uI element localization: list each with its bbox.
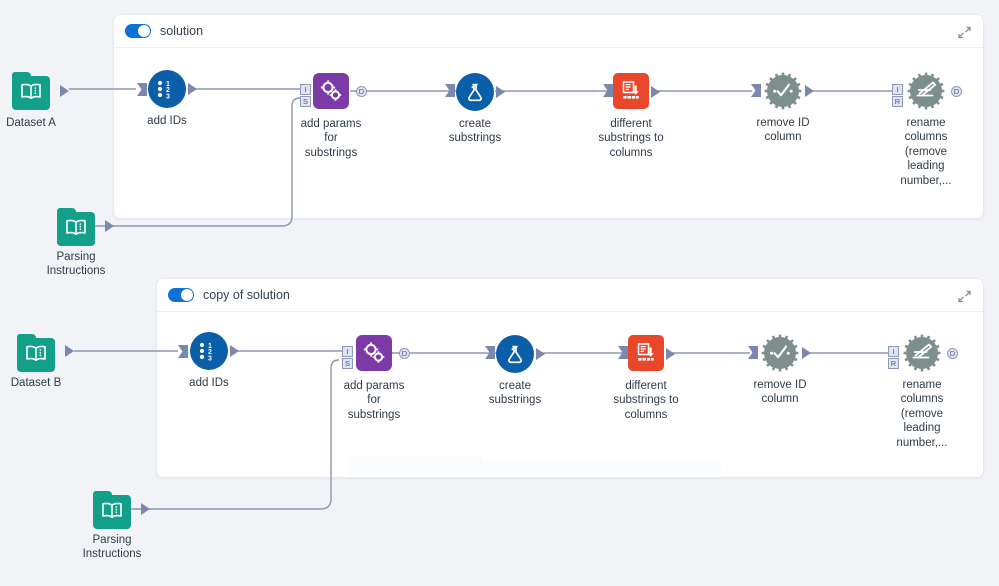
node-label: add params for substrings [343, 380, 405, 421]
port-out-parsing-instructions-a[interactable] [105, 220, 114, 232]
node-label: rename columns (remove leading number,..… [896, 379, 948, 449]
svg-text:3: 3 [166, 93, 170, 99]
dataset-book-icon [93, 491, 131, 529]
port-in-different-substrings-a[interactable] [603, 84, 613, 97]
port-in-s-add-params-b[interactable]: S [342, 358, 353, 369]
port-in-create-substrings-b[interactable] [485, 346, 495, 359]
rename-cog-icon [902, 333, 942, 373]
dataset-book-icon [12, 72, 50, 110]
node-label: Parsing Instructions [46, 251, 106, 278]
node-label: Dataset B [10, 377, 62, 389]
port-out-different-substrings-b[interactable] [666, 348, 675, 360]
svg-text:2: 2 [208, 349, 212, 356]
port-out-dataset-b[interactable] [65, 345, 74, 357]
port-out-add-ids-b[interactable] [230, 345, 239, 357]
port-out-different-substrings-a[interactable] [651, 86, 660, 98]
flask-icon [496, 335, 534, 373]
panel-copy-of-solution-header: copy of solution [157, 279, 983, 312]
panel-copy-of-solution-title: copy of solution [203, 288, 290, 302]
svg-text:1: 1 [208, 343, 212, 350]
document-arrow-icon [628, 335, 664, 371]
port-out-d-add-params-a[interactable]: D [356, 86, 367, 97]
port-in-i-add-params-a[interactable]: I [300, 84, 311, 95]
port-out-create-substrings-a[interactable] [496, 86, 505, 98]
port-in-i-rename-columns-a[interactable]: I [892, 84, 903, 95]
gears-icon [313, 73, 349, 109]
node-label: different substrings to columns [598, 118, 664, 159]
flask-icon [456, 73, 494, 111]
port-out-remove-id-a[interactable] [805, 85, 814, 97]
collapse-arrows-icon[interactable] [956, 288, 973, 305]
add-ids-icon: 1 2 3 [190, 332, 228, 370]
port-in-remove-id-b[interactable] [748, 346, 758, 359]
panel-edge-artifact [482, 462, 721, 476]
node-label: add IDs [189, 377, 229, 389]
document-arrow-icon [613, 73, 649, 109]
port-in-add-ids-a[interactable] [137, 83, 147, 96]
dataset-book-icon [57, 208, 95, 246]
port-out-create-substrings-b[interactable] [536, 348, 545, 360]
port-out-d-rename-columns-a[interactable]: D [951, 86, 962, 97]
port-out-dataset-a[interactable] [60, 85, 69, 97]
node-label: add params for substrings [300, 118, 362, 159]
node-label: create substrings [488, 380, 542, 407]
port-in-remove-id-a[interactable] [751, 84, 761, 97]
svg-text:1: 1 [166, 81, 170, 88]
rename-cog-icon [906, 71, 946, 111]
checkmark-cog-icon [763, 71, 803, 111]
checkmark-cog-icon [760, 333, 800, 373]
port-in-r-rename-columns-a[interactable]: R [892, 96, 903, 107]
node-label: different substrings to columns [613, 380, 679, 421]
port-in-s-add-params-a[interactable]: S [300, 96, 311, 107]
port-out-d-rename-columns-b[interactable]: D [947, 348, 958, 359]
panel-copy-of-solution[interactable]: copy of solution [156, 278, 984, 478]
port-in-add-ids-b[interactable] [178, 345, 188, 358]
node-label: Dataset A [6, 117, 56, 129]
svg-text:2: 2 [166, 87, 170, 94]
port-out-remove-id-b[interactable] [802, 347, 811, 359]
node-label: rename columns (remove leading number,..… [900, 117, 952, 187]
node-label: Parsing Instructions [82, 534, 142, 561]
node-label: create substrings [448, 118, 502, 145]
add-ids-icon: 1 2 3 [148, 70, 186, 108]
gears-icon [356, 335, 392, 371]
collapse-arrows-icon[interactable] [956, 24, 973, 41]
panel-solution-toggle[interactable] [125, 24, 151, 38]
port-in-i-add-params-b[interactable]: I [342, 346, 353, 357]
port-out-parsing-instructions-b[interactable] [141, 503, 150, 515]
svg-text:3: 3 [208, 355, 212, 361]
panel-copy-of-solution-toggle[interactable] [168, 288, 194, 302]
port-out-add-ids-a[interactable] [188, 83, 197, 95]
port-in-r-rename-columns-b[interactable]: R [888, 358, 899, 369]
port-in-different-substrings-b[interactable] [618, 346, 628, 359]
node-label: add IDs [147, 115, 187, 127]
port-out-d-add-params-b[interactable]: D [399, 348, 410, 359]
node-label: remove ID column [753, 379, 807, 406]
panel-edge-artifact [348, 455, 482, 476]
port-in-create-substrings-a[interactable] [445, 84, 455, 97]
panel-solution[interactable]: solution [113, 14, 984, 219]
panel-solution-title: solution [160, 24, 204, 38]
dataset-book-icon [17, 334, 55, 372]
port-in-i-rename-columns-b[interactable]: I [888, 346, 899, 357]
node-label: remove ID column [756, 117, 810, 144]
panel-solution-header: solution [114, 15, 983, 48]
